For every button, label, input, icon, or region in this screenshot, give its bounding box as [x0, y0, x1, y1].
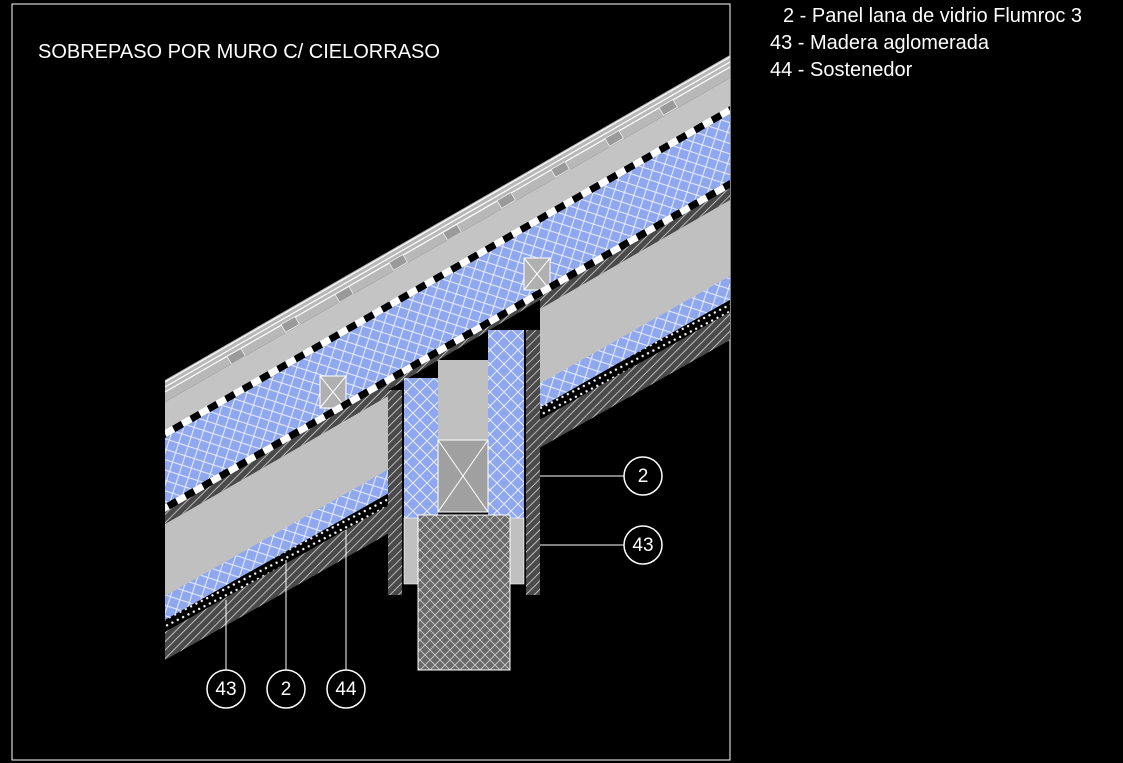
callout-43-bottom: 43 [206, 669, 246, 709]
callout-44-bottom: 44 [326, 669, 366, 709]
wall-insulation-right [488, 330, 524, 518]
legend-item: 2 - Panel lana de vidrio Flumroc 3 [783, 5, 1082, 27]
tile-lines [164, 56, 730, 393]
callout-label: 2 [281, 679, 292, 700]
callout-label: 43 [632, 535, 653, 556]
callout-label: 44 [335, 679, 357, 700]
wall-insulation-left [404, 378, 438, 518]
leader-lines [225, 475, 624, 670]
callout-label: 2 [638, 466, 649, 487]
drawing-title: SOBREPASO POR MURO C/ CIELORRASO [38, 41, 440, 63]
roof-insulation [165, 114, 730, 504]
legend: 2 - Panel lana de vidrio Flumroc 3 43 - … [770, 5, 1082, 81]
counter-batten-layer [165, 78, 730, 434]
wall-section [388, 300, 540, 671]
callout-2-bottom: 2 [266, 669, 306, 709]
battens [226, 98, 678, 365]
wall-gap [438, 360, 488, 440]
callout-2-right: 2 [623, 456, 663, 496]
wall-panel-left [388, 390, 402, 595]
drawing-frame [11, 3, 731, 761]
callout-43-right: 43 [623, 525, 663, 565]
callouts: 2 43 43 2 44 [206, 456, 663, 709]
roof-tiles [165, 55, 730, 402]
masonry-wall [417, 514, 511, 671]
legend-item: 43 - Madera aglomerada [770, 32, 990, 54]
wall-panel-right [526, 330, 540, 595]
membrane-upper [165, 106, 730, 438]
legend-item: 44 - Sostenedor [770, 59, 913, 81]
callout-label: 43 [215, 679, 236, 700]
rafter-blocks [319, 257, 551, 409]
membrane-lower [165, 180, 730, 512]
